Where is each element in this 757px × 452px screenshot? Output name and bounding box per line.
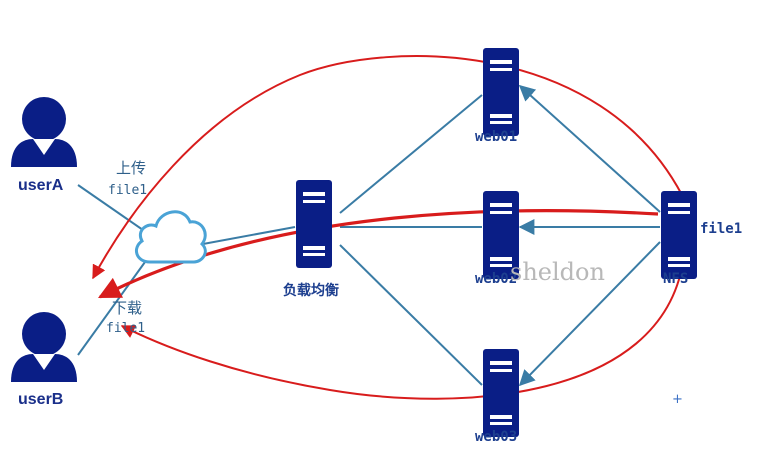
link-cloud-userb — [77, 261, 146, 356]
user-a-label: userA — [18, 177, 64, 194]
server-icon — [483, 349, 519, 437]
web03-label: web03 — [475, 429, 517, 445]
watermark-text: sheldon — [510, 258, 605, 286]
load-balancer-label: 负载均衡 — [283, 282, 339, 299]
link-cloud-loadbalancer — [202, 226, 296, 245]
link-nfs-web03 — [518, 241, 661, 387]
user-icon — [11, 312, 77, 382]
server-icon — [483, 48, 519, 136]
user-b-label: userB — [18, 391, 63, 408]
internet-cloud — [134, 210, 207, 264]
download-file-label: file1 — [106, 321, 145, 336]
upload-action-label: 上传 — [116, 159, 146, 177]
download-action-label: 下载 — [112, 299, 142, 317]
server-icon — [296, 180, 332, 268]
flow-arc-bottom — [120, 261, 684, 400]
nfs-file-label: file1 — [700, 221, 742, 237]
nfs-label: NFS — [663, 271, 688, 287]
link-nfs-web01 — [518, 84, 661, 213]
web02-label: web02 — [475, 271, 517, 287]
nfs-server[interactable] — [661, 191, 697, 279]
network-connections — [77, 84, 661, 387]
cloud-icon — [134, 210, 207, 264]
web03-server[interactable] — [483, 349, 519, 437]
flow-arc-top — [92, 55, 683, 280]
web01-server[interactable] — [483, 48, 519, 136]
link-lb-web03 — [339, 244, 483, 386]
flow-arc-middle — [98, 209, 659, 299]
crosshair-cursor-mark: + — [672, 392, 683, 407]
user-a[interactable] — [11, 97, 77, 167]
load-balancer-server[interactable] — [296, 180, 332, 268]
web01-label: web01 — [475, 129, 517, 145]
user-icon — [11, 97, 77, 167]
link-lb-web01 — [339, 94, 483, 214]
file-flow-arrows — [92, 55, 684, 400]
link-usera-cloud — [77, 184, 144, 231]
server-icon — [661, 191, 697, 279]
upload-file-label: file1 — [108, 183, 147, 198]
user-b[interactable] — [11, 312, 77, 382]
